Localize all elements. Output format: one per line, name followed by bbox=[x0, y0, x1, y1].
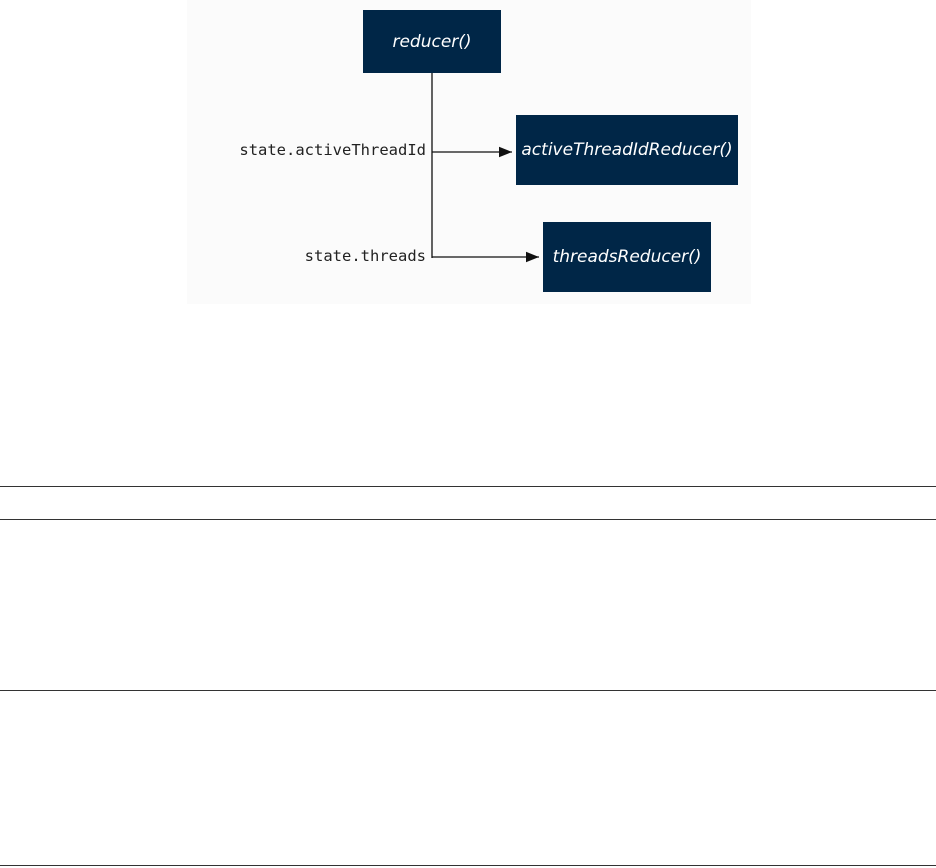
reducer-node: reducer() bbox=[363, 10, 501, 73]
threads-reducer-node: threadsReducer() bbox=[543, 222, 711, 292]
diagram-connectors bbox=[431, 73, 539, 263]
divider-line bbox=[0, 690, 936, 691]
threads-reducer-label: threadsReducer() bbox=[552, 247, 702, 267]
divider-line bbox=[0, 865, 936, 866]
active-thread-id-reducer-node: activeThreadIdReducer() bbox=[516, 115, 738, 185]
divider-line bbox=[0, 519, 936, 520]
reducer-node-label: reducer() bbox=[392, 31, 472, 52]
divider-line bbox=[0, 486, 936, 487]
edge-label-active-thread-id: state.activeThreadId bbox=[239, 141, 426, 159]
active-thread-id-reducer-label: activeThreadIdReducer() bbox=[521, 140, 733, 160]
edge-label-threads: state.threads bbox=[304, 247, 426, 265]
